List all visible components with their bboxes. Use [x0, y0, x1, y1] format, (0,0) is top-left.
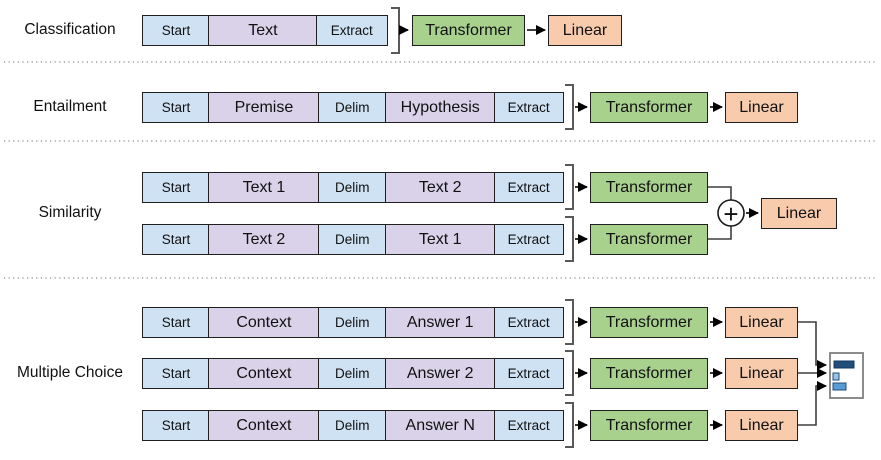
- concat-bracket-icon: [565, 402, 574, 448]
- concat-bracket-icon: [565, 216, 574, 262]
- token-start: Start: [142, 307, 210, 338]
- concat-bracket-icon: [565, 84, 574, 130]
- plus-icon: +: [723, 199, 738, 229]
- transformer-box: Transformer: [590, 358, 708, 389]
- token-context: Context: [208, 358, 320, 389]
- token-sequence: Start Premise Delim Hypothesis Extract: [142, 92, 564, 123]
- concat-bracket-icon: [565, 350, 574, 396]
- token-sequence: Start Text 2 Delim Text 1 Extract: [142, 224, 564, 255]
- token-sequence: Start Context Delim Answer N Extract: [142, 410, 564, 441]
- token-text: Text: [208, 15, 318, 46]
- section-label-multiple-choice: Multiple Choice: [17, 364, 123, 381]
- linear-box: Linear: [761, 198, 837, 229]
- token-extract: Extract: [493, 172, 564, 203]
- token-start: Start: [142, 172, 210, 203]
- score-bar-bottom: [832, 382, 847, 391]
- linear-box: Linear: [725, 307, 798, 338]
- token-sequence: Start Text Extract: [142, 15, 388, 46]
- token-start: Start: [142, 15, 210, 46]
- section-label-entailment: Entailment: [33, 98, 107, 115]
- section-label-similarity: Similarity: [38, 204, 102, 221]
- token-delim: Delim: [317, 410, 387, 441]
- token-delim: Delim: [317, 92, 387, 123]
- transformer-box: Transformer: [412, 15, 525, 46]
- token-start: Start: [142, 410, 210, 441]
- token-extract: Extract: [493, 307, 564, 338]
- token-answer-1: Answer 1: [385, 307, 496, 338]
- token-sequence: Start Context Delim Answer 2 Extract: [142, 358, 564, 389]
- token-extract: Extract: [315, 15, 388, 46]
- token-context: Context: [208, 410, 320, 441]
- sum-connector: [708, 186, 732, 200]
- token-delim: Delim: [317, 307, 387, 338]
- transformer-box: Transformer: [590, 172, 708, 203]
- linear-box: Linear: [725, 92, 798, 123]
- token-text-2: Text 2: [385, 172, 496, 203]
- sum-node: [717, 199, 745, 227]
- token-answer-n: Answer N: [385, 410, 496, 441]
- token-text-1: Text 1: [385, 224, 496, 255]
- concat-bracket-icon: [565, 164, 574, 210]
- linear-box: Linear: [548, 15, 622, 46]
- concat-bracket-icon: [565, 299, 574, 345]
- token-text-2: Text 2: [208, 224, 320, 255]
- transformer-box: Transformer: [590, 410, 708, 441]
- token-extract: Extract: [493, 358, 564, 389]
- token-answer-2: Answer 2: [385, 358, 496, 389]
- score-connector: [798, 321, 827, 370]
- token-start: Start: [142, 358, 210, 389]
- linear-box: Linear: [725, 410, 798, 441]
- token-delim: Delim: [317, 172, 387, 203]
- score-bar-top: [833, 360, 855, 369]
- transformer-box: Transformer: [590, 92, 708, 123]
- section-label-classification: Classification: [24, 21, 116, 38]
- linear-box: Linear: [725, 358, 798, 389]
- score-bar-middle: [832, 372, 840, 381]
- transformer-box: Transformer: [590, 307, 708, 338]
- token-extract: Extract: [493, 410, 564, 441]
- transformer-box: Transformer: [590, 224, 708, 255]
- token-extract: Extract: [493, 92, 564, 123]
- token-hypothesis: Hypothesis: [385, 92, 496, 123]
- token-extract: Extract: [493, 224, 564, 255]
- token-text-1: Text 1: [208, 172, 320, 203]
- concat-bracket-icon: [391, 7, 400, 54]
- score-connector: [798, 381, 827, 426]
- token-premise: Premise: [208, 92, 320, 123]
- sum-connector: [708, 226, 732, 240]
- token-start: Start: [142, 92, 210, 123]
- token-start: Start: [142, 224, 210, 255]
- token-sequence: Start Context Delim Answer 1 Extract: [142, 307, 564, 338]
- token-sequence: Start Text 1 Delim Text 2 Extract: [142, 172, 564, 203]
- token-delim: Delim: [317, 358, 387, 389]
- token-delim: Delim: [317, 224, 387, 255]
- token-context: Context: [208, 307, 320, 338]
